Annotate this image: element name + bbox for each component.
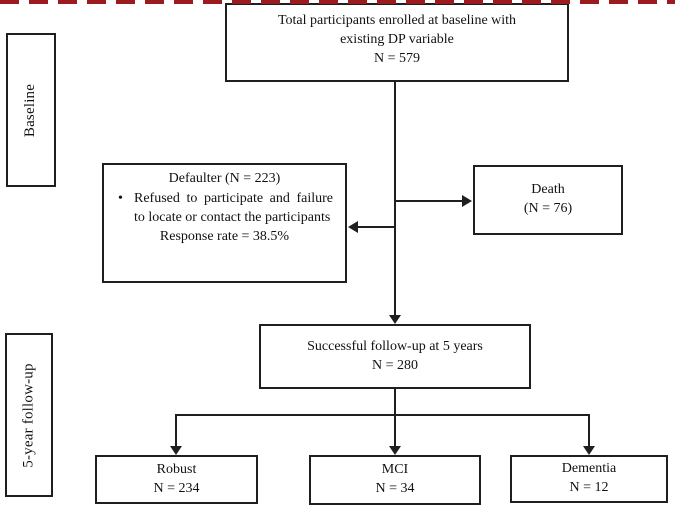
arrowhead-into-mci <box>389 446 401 455</box>
stage-label-baseline: Baseline <box>22 83 39 137</box>
connector-to-defaulter <box>358 226 396 228</box>
stage-divider-dashed-line <box>0 0 675 4</box>
node-successful-followup: Successful follow-up at 5 years N = 280 <box>259 324 531 389</box>
dementia-line1: Dementia <box>561 461 617 477</box>
node-defaulter: Defaulter (N = 223) • Refused to partici… <box>102 163 347 283</box>
connector-to-death <box>395 200 463 202</box>
followup-line1: Successful follow-up at 5 years <box>307 338 483 354</box>
connector-main-vertical <box>394 82 396 316</box>
robust-count: N = 234 <box>153 480 200 496</box>
total-line2: existing DP variable <box>340 31 454 47</box>
arrowhead-into-defaulter <box>348 221 358 233</box>
node-mci: MCI N = 34 <box>309 455 481 505</box>
connector-followup-to-outcomes <box>394 389 396 447</box>
node-robust: Robust N = 234 <box>95 455 258 504</box>
total-count: N = 579 <box>373 50 420 66</box>
defaulter-bullet-text: Refused to participate and failure to lo… <box>134 190 333 225</box>
node-total-participants: Total participants enrolled at baseline … <box>225 3 569 82</box>
stage-label-followup-box: 5-year follow-up <box>5 333 53 497</box>
death-count: (N = 76) <box>523 201 573 216</box>
arrowhead-into-followup <box>389 315 401 324</box>
stage-label-followup: 5-year follow-up <box>20 362 37 468</box>
death-line1: Death <box>531 182 565 198</box>
node-death: Death (N = 76) <box>473 165 623 235</box>
connector-outcome-spread <box>176 414 590 416</box>
followup-count: N = 280 <box>371 357 418 373</box>
total-line1: Total participants enrolled at baseline … <box>277 13 517 28</box>
connector-drop-dementia <box>588 414 590 447</box>
node-dementia: Dementia N = 12 <box>510 455 668 503</box>
mci-count: N = 34 <box>375 481 415 496</box>
mci-line1: MCI <box>381 462 409 478</box>
arrowhead-into-dementia <box>583 446 595 455</box>
arrowhead-into-robust <box>170 446 182 455</box>
dementia-count: N = 12 <box>569 480 609 495</box>
defaulter-response-rate: Response rate = 38.5% <box>159 228 290 244</box>
arrowhead-into-death <box>462 195 472 207</box>
robust-line1: Robust <box>156 461 197 477</box>
stage-label-baseline-box: Baseline <box>6 33 56 187</box>
bullet-marker: • <box>118 190 123 206</box>
defaulter-bullet-row: • Refused to participate and failure to … <box>116 190 333 228</box>
defaulter-title: Defaulter (N = 223) <box>168 171 281 186</box>
connector-drop-robust <box>175 414 177 447</box>
